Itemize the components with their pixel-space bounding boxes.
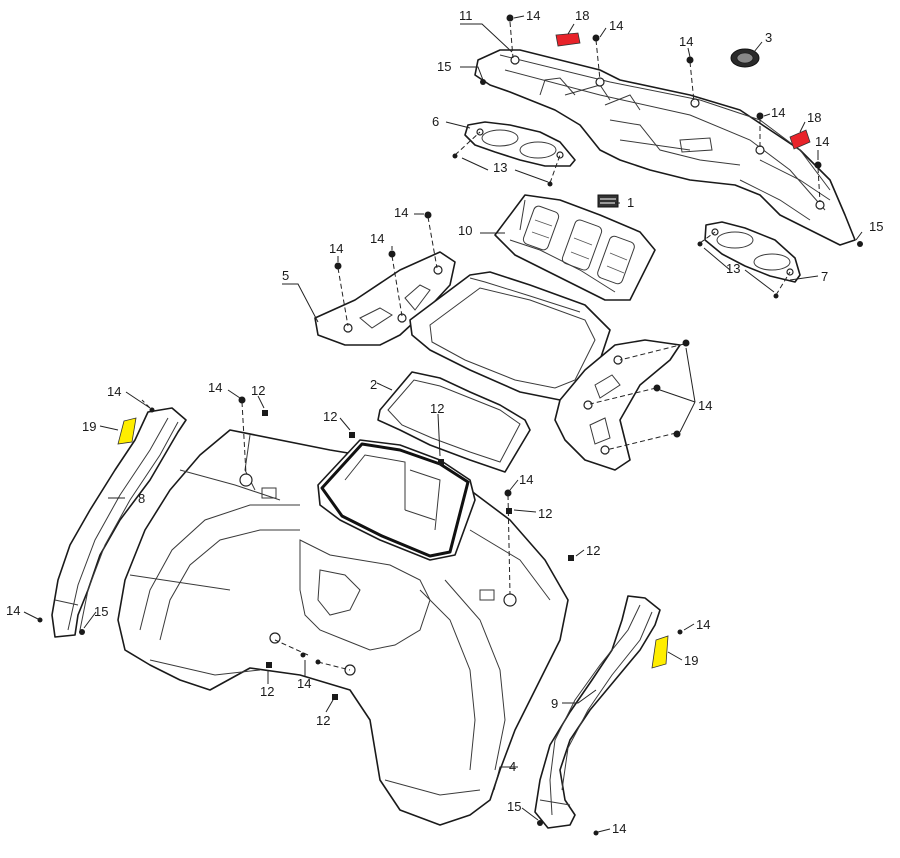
assembly-lines <box>141 21 821 671</box>
sticker-18-top <box>555 32 581 47</box>
callout-14: 14 <box>679 34 693 49</box>
callout-14: 14 <box>329 241 343 256</box>
storage-box <box>317 439 476 561</box>
callout-5: 5 <box>282 268 289 283</box>
callout-8: 8 <box>138 491 145 506</box>
callout-14: 14 <box>394 205 408 220</box>
part-10-vented-panel <box>494 194 656 301</box>
callout-14: 14 <box>107 384 121 399</box>
part-9-right-rail <box>534 595 661 829</box>
callout-14: 14 <box>519 472 533 487</box>
part-1-clip <box>597 194 619 208</box>
callout-1: 1 <box>627 195 634 210</box>
callout-19: 19 <box>82 419 96 434</box>
callout-14: 14 <box>526 8 540 23</box>
callout-15: 15 <box>507 799 521 814</box>
callout-3: 3 <box>765 30 772 45</box>
callout-12: 12 <box>538 506 552 521</box>
callout-18: 18 <box>575 8 589 23</box>
leader-lines <box>23 15 863 833</box>
callout-14: 14 <box>609 18 623 33</box>
part-7-bracket <box>704 221 801 283</box>
sticker-18-right <box>789 129 811 150</box>
sticker-19-left <box>117 417 137 445</box>
callout-15: 15 <box>869 219 883 234</box>
callout-18: 18 <box>807 110 821 125</box>
callout-12: 12 <box>323 409 337 424</box>
callout-14: 14 <box>612 821 626 836</box>
callout-13: 13 <box>726 261 740 276</box>
callout-14: 14 <box>698 398 712 413</box>
callout-12: 12 <box>260 684 274 699</box>
fasteners <box>37 14 863 836</box>
callout-14: 14 <box>370 231 384 246</box>
callout-14: 14 <box>6 603 20 618</box>
callout-14: 14 <box>771 105 785 120</box>
part-3-cap <box>730 48 760 68</box>
part-5-storage-frame <box>314 251 681 471</box>
callout-4: 4 <box>509 759 516 774</box>
callout-labels: 11 14 18 14 3 15 14 6 14 18 14 13 1 14 1… <box>6 8 883 836</box>
callout-7: 7 <box>821 269 828 284</box>
callout-12: 12 <box>586 543 600 558</box>
callout-2: 2 <box>370 377 377 392</box>
part-8-left-rail <box>51 407 187 638</box>
callout-15: 15 <box>437 59 451 74</box>
part-2-gasket <box>377 371 531 473</box>
callout-10: 10 <box>458 223 472 238</box>
callout-14: 14 <box>696 617 710 632</box>
part-11-rear-rack-bar <box>474 49 856 246</box>
callout-11: 11 <box>459 8 473 23</box>
callout-19: 19 <box>684 653 698 668</box>
callout-9: 9 <box>551 696 558 711</box>
callout-14: 14 <box>208 380 222 395</box>
callout-12: 12 <box>251 383 265 398</box>
callout-14: 14 <box>815 134 829 149</box>
sticker-19-right <box>651 635 669 669</box>
part-6-bracket <box>464 121 576 167</box>
callout-12: 12 <box>316 713 330 728</box>
callout-14: 14 <box>297 676 311 691</box>
callout-12: 12 <box>430 401 444 416</box>
callout-13: 13 <box>493 160 507 175</box>
callout-6: 6 <box>432 114 439 129</box>
callout-15: 15 <box>94 604 108 619</box>
